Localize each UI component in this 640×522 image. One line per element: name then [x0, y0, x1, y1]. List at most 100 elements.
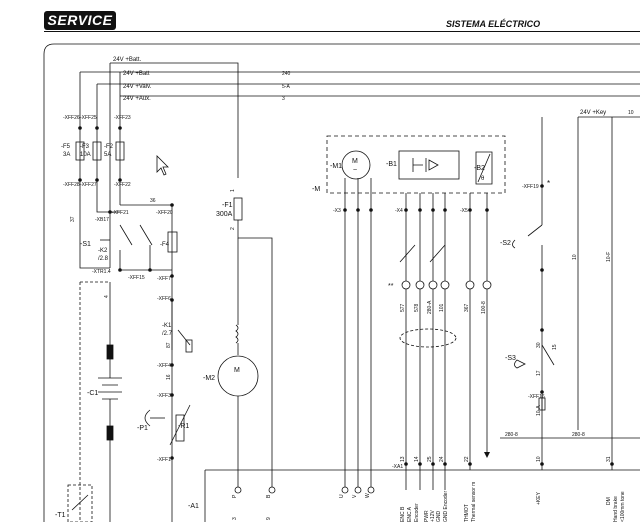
signal-label: DM	[606, 497, 612, 505]
connector-label: -XFF3	[157, 393, 171, 399]
signal-label: ENC B	[400, 506, 406, 522]
component-label: -B2	[474, 165, 485, 172]
connector-label: -XB17	[95, 217, 109, 223]
component-label: -B1	[386, 161, 397, 168]
wire-label: 10	[572, 254, 578, 260]
wire-label: 280-8	[505, 432, 518, 438]
rail-label-key: 24V +Key	[580, 110, 606, 116]
signal-label: THMOT	[464, 504, 470, 522]
page-title: SISTEMA ELÉCTRICO	[446, 19, 541, 29]
wire-label: 37	[70, 216, 76, 222]
connector-label: -XFF6	[157, 296, 171, 302]
terminal-label: 22	[464, 456, 470, 462]
signal-label: GND	[436, 511, 442, 522]
wire-label: 10	[628, 110, 634, 116]
component-label: -S1	[80, 241, 91, 248]
service-badge: SERVICE	[44, 11, 116, 30]
wire-label: 1	[230, 189, 236, 192]
terminal-label: P	[232, 494, 238, 498]
component-label: 3A	[63, 152, 70, 158]
wire-label: 280-8	[572, 432, 585, 438]
motor-symbol: M	[352, 158, 358, 165]
component-label: 5A	[104, 152, 111, 158]
signal-label: Encoder	[414, 503, 420, 522]
wire-label: 367	[464, 303, 470, 312]
wire-label: 101	[439, 303, 445, 312]
connector-label: -XFF16	[528, 394, 545, 400]
terminal-label: V	[352, 494, 358, 498]
signal-label: GND Encoder	[443, 491, 449, 522]
wire-label: 87	[166, 342, 172, 348]
sensor-symbol: θ	[481, 176, 485, 182]
rail-label-valv: 24V +Valv.	[123, 84, 152, 90]
component-label: /2.7	[162, 331, 173, 337]
terminal-label: U	[339, 494, 345, 498]
connector-label: -XFF21	[112, 210, 129, 216]
wire-label: 578	[414, 303, 420, 312]
wire-label: 16	[166, 374, 172, 380]
terminal-label: 24	[439, 456, 445, 462]
component-label: -S3	[505, 355, 516, 362]
wire-label: 3	[282, 96, 285, 102]
wire-label: 4	[104, 295, 110, 298]
note-marker: **	[388, 283, 394, 290]
connector-label: -XFF23	[114, 115, 131, 121]
rail-label-aux: 24V +Aux.	[123, 96, 151, 102]
wire-label: 36	[150, 198, 156, 204]
connector-label: -X4	[395, 208, 403, 214]
connector-label: -XTR1.4	[92, 269, 111, 275]
connector-label: -X5	[460, 208, 468, 214]
component-label: -F2	[104, 144, 114, 150]
component-label: -S2	[500, 240, 511, 247]
connector-label: -XA1	[392, 464, 403, 470]
connector-label: -XFF27	[80, 182, 97, 188]
signal-label: +12V	[430, 510, 436, 522]
wire-label: 17	[536, 370, 542, 376]
component-label: 10A	[80, 152, 91, 158]
terminal-label: 3	[232, 517, 238, 520]
wire-label: 10-F	[606, 252, 612, 262]
component-label: 300A	[216, 211, 233, 218]
component-label: -F1	[222, 202, 233, 209]
wire-label: 5-A	[282, 84, 290, 90]
connector-label: -XFF1	[157, 457, 171, 463]
terminal-label: 10	[536, 456, 542, 462]
component-label: -F4	[160, 242, 170, 248]
wire-label: 15	[552, 344, 558, 350]
terminal-label: 14	[414, 456, 420, 462]
component-label: -F5	[61, 144, 71, 150]
connector-label: -XFF7	[157, 276, 171, 282]
signal-label: Thermal sensor m	[471, 482, 477, 522]
component-label: -K2	[98, 248, 108, 254]
signal-label: ENC A	[407, 506, 413, 522]
connector-label: -XFF15	[128, 275, 145, 281]
mouse-cursor-icon	[156, 155, 169, 176]
note-marker: *	[547, 179, 550, 188]
wire-label: 10-A	[536, 405, 542, 416]
connector-label: -XFF19	[522, 184, 539, 190]
component-label: /2.8	[98, 256, 109, 262]
header-divider	[44, 31, 640, 32]
signal-label: +KEY	[536, 491, 542, 505]
component-label: -M2	[203, 375, 215, 382]
rail-label-batt1: 24V +Batt.	[113, 57, 142, 63]
wire-label: 30	[536, 342, 542, 348]
connector-label: -X3	[333, 208, 341, 214]
component-label: -M	[312, 186, 320, 193]
component-label: -R1	[178, 423, 189, 430]
component-label: -M1	[330, 163, 342, 170]
terminal-label: W	[365, 493, 371, 498]
connector-label: -XFF26	[63, 115, 80, 121]
connector-label: -XFF20	[156, 210, 173, 216]
wire-label: 240	[282, 71, 291, 77]
signal-label: PWR	[424, 510, 430, 522]
connector-label: -XFF28	[63, 182, 80, 188]
terminal-label: 13	[400, 456, 406, 462]
connector-label: -XFF4	[157, 363, 171, 369]
connector-label: -XFF25	[80, 115, 97, 121]
terminal-label: 31	[606, 456, 612, 462]
motor-symbol: M	[234, 367, 240, 374]
terminal-label: 25	[427, 456, 433, 462]
component-label: -P1	[137, 425, 148, 432]
